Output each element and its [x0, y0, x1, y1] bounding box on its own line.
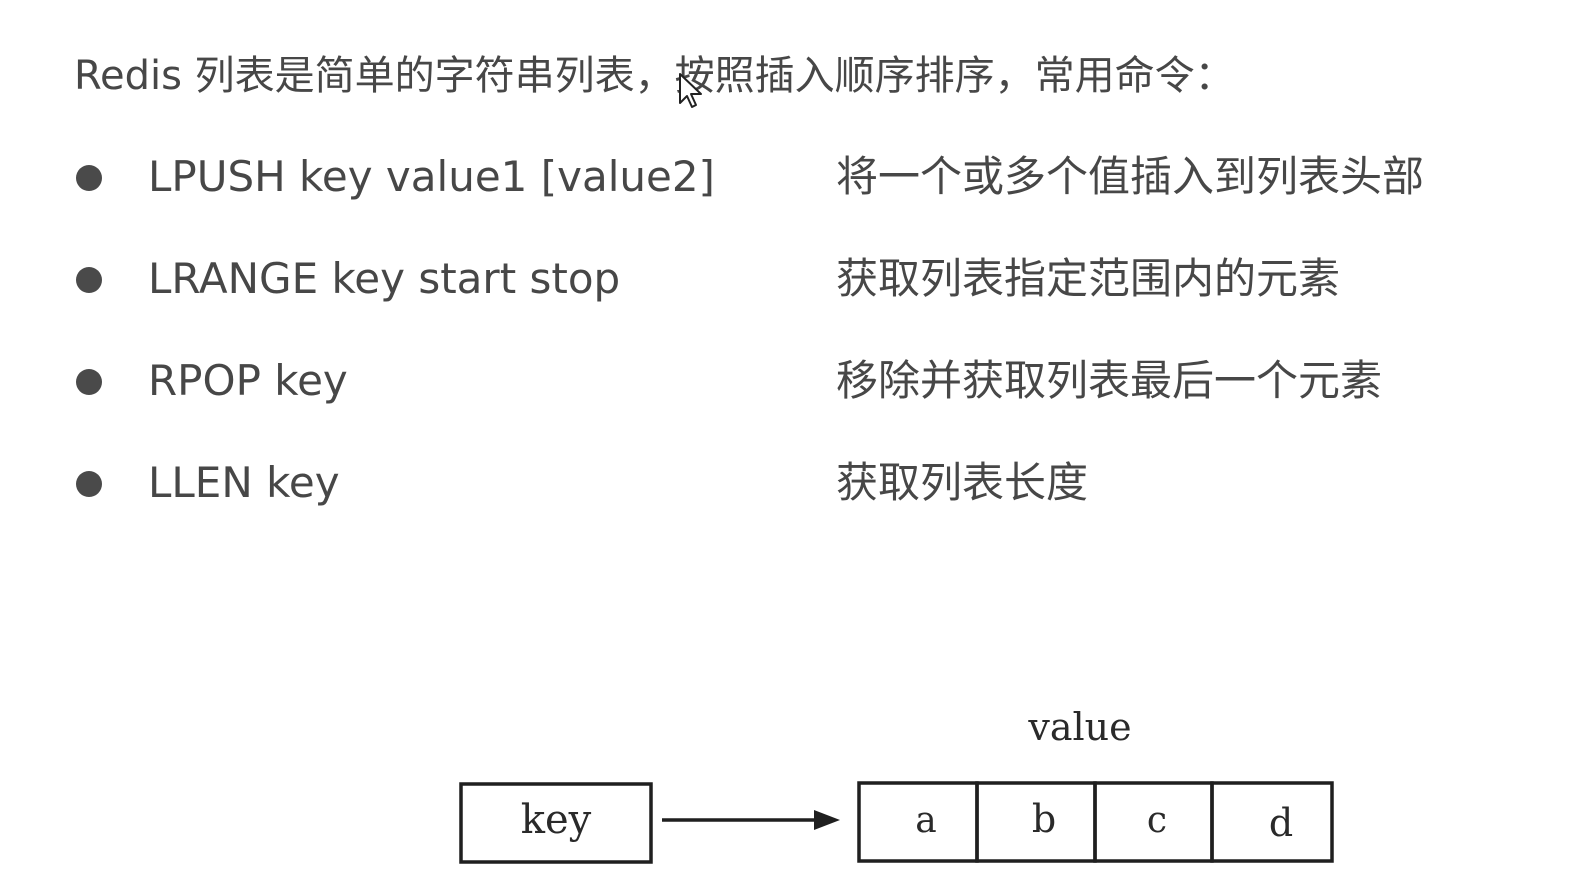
command-item: LLEN key 获取列表长度 [74, 451, 1514, 553]
key-box [459, 782, 653, 864]
command-item: LRANGE key start stop 获取列表指定范围内的元素 [74, 247, 1514, 349]
command-syntax: LRANGE key start stop [148, 254, 621, 303]
command-syntax: RPOP key [148, 356, 348, 405]
command-item: RPOP key 移除并获取列表最后一个元素 [74, 349, 1514, 451]
command-description: 获取列表指定范围内的元素 [836, 254, 1341, 303]
value-label: value [1027, 705, 1131, 749]
command-description: 获取列表长度 [836, 458, 1089, 507]
intro-text: Redis 列表是简单的字符串列表，按照插入顺序排序，常用命令： [74, 53, 1235, 99]
value-cell [1210, 781, 1334, 863]
key-label: key [521, 797, 592, 843]
value-cell-label: a [915, 800, 936, 841]
command-syntax: LLEN key [148, 458, 340, 507]
command-syntax: LPUSH key value1 [value2] [148, 152, 715, 201]
value-cell-label: b [1032, 797, 1056, 841]
value-cell-label: d [1269, 801, 1293, 845]
value-cells: a b c d [857, 781, 1334, 863]
command-item: LPUSH key value1 [value2] 将一个或多个值插入到列表头部 [74, 145, 1514, 247]
bullet-dot-icon [76, 369, 102, 395]
bullet-dot-icon [76, 165, 102, 191]
bullet-dot-icon [76, 471, 102, 497]
command-list: LPUSH key value1 [value2] 将一个或多个值插入到列表头部… [74, 145, 1514, 553]
command-description: 将一个或多个值插入到列表头部 [836, 152, 1425, 201]
command-description: 移除并获取列表最后一个元素 [836, 356, 1383, 405]
arrow-right-icon [662, 810, 840, 830]
bullet-dot-icon [76, 267, 102, 293]
mouse-pointer-icon [679, 73, 702, 108]
list-structure-diagram: value key a b c d [459, 705, 1334, 864]
value-cell-label: c [1147, 800, 1167, 841]
